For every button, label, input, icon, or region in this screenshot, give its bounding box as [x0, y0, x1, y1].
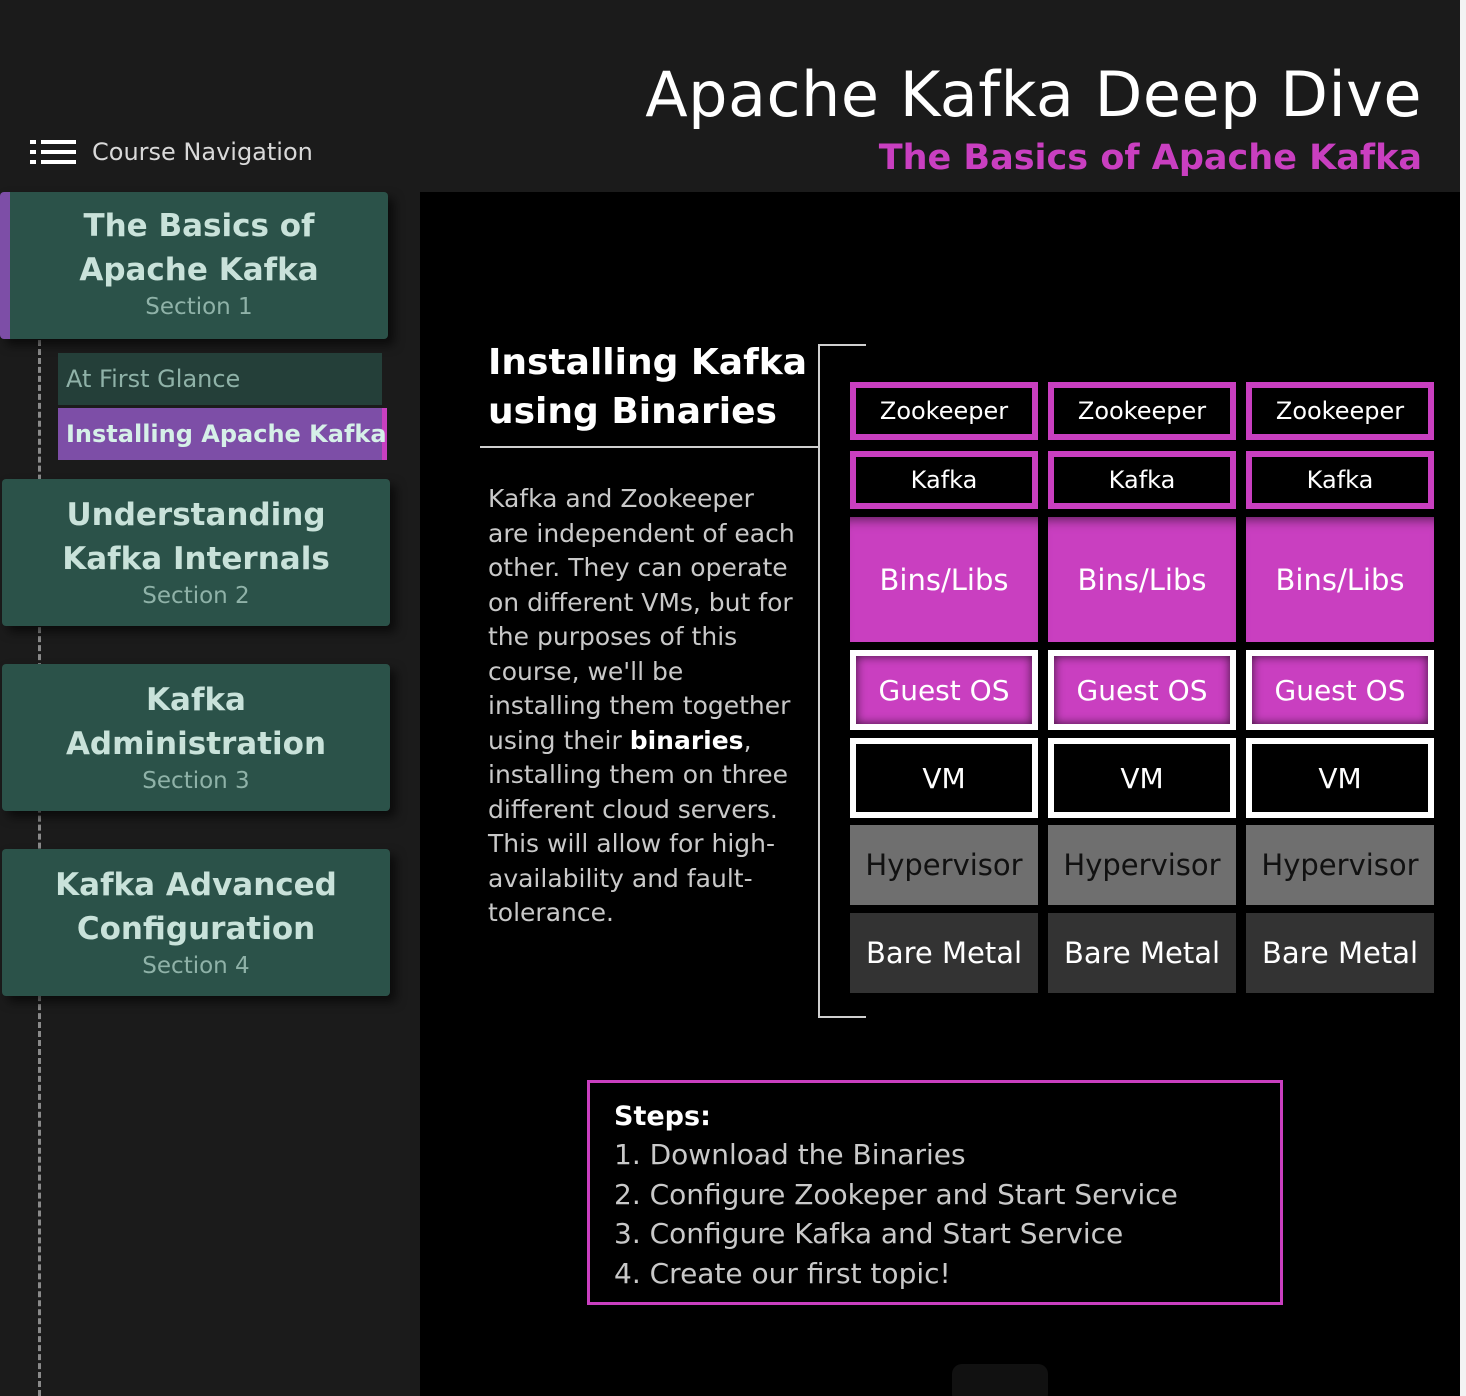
section-title: Kafka Advanced Configuration [55, 867, 337, 947]
bare-metal-layer: Bare Metal [1048, 913, 1236, 993]
lesson-heading: Installing Kafka using Binaries [488, 342, 807, 432]
hypervisor-layer: Hypervisor [1048, 825, 1236, 905]
section-number: Section 3 [142, 768, 250, 794]
section-title: Kafka Administration [65, 682, 327, 762]
guest-os-layer: Guest OS [1246, 650, 1434, 730]
step-item: 1. Download the Binaries [614, 1138, 966, 1171]
hypervisor-layer: Hypervisor [850, 825, 1038, 905]
section-card-1[interactable]: The Basics of Apache Kafka Section 1 [0, 192, 388, 339]
lesson-description: Kafka and Zookeeper are independent of e… [488, 484, 795, 927]
course-navigation-label: Course Navigation [92, 138, 313, 166]
lesson-installing-apache-kafka[interactable]: Installing Apache Kafka [58, 408, 387, 460]
section-card-4[interactable]: Kafka Advanced Configuration Section 4 [2, 849, 390, 996]
bottom-control-tab[interactable] [952, 1364, 1048, 1396]
vm-layer: VM [1048, 738, 1236, 818]
step-item: 2. Configure Zookeper and Start Service [614, 1177, 1178, 1211]
steps-box: Steps: 1. Download the Binaries 2. Confi… [587, 1080, 1283, 1305]
section-number: Section 4 [142, 953, 250, 979]
bins-libs-layer: Bins/Libs [850, 517, 1038, 642]
step-item: 3. Configure Kafka and Start Service [614, 1217, 1124, 1250]
vm-layer: VM [1246, 738, 1434, 818]
zookeeper-layer: Zookeeper [1246, 382, 1434, 440]
hypervisor-layer: Hypervisor [1246, 825, 1434, 905]
scrollbar-edge[interactable] [1460, 0, 1466, 1396]
guest-os-layer: Guest OS [850, 650, 1038, 730]
bare-metal-layer: Bare Metal [1246, 913, 1434, 993]
page-subtitle: The Basics of Apache Kafka [878, 138, 1422, 178]
zookeeper-layer: Zookeeper [850, 382, 1038, 440]
section-card-3[interactable]: Kafka Administration Section 3 [2, 664, 390, 811]
section-card-2[interactable]: Understanding Kafka Internals Section 2 [2, 479, 390, 626]
bins-libs-layer: Bins/Libs [1048, 517, 1236, 642]
zookeeper-layer: Zookeeper [1048, 382, 1236, 440]
section-title: Understanding Kafka Internals [62, 497, 330, 577]
section-number: Section 2 [142, 583, 250, 609]
kafka-layer: Kafka [850, 451, 1038, 509]
section-number: Section 1 [145, 294, 253, 320]
list-icon [30, 138, 76, 166]
kafka-layer: Kafka [1048, 451, 1236, 509]
heading-divider [480, 446, 820, 448]
course-navigation-toggle[interactable]: Course Navigation [30, 138, 313, 166]
kafka-layer: Kafka [1246, 451, 1434, 509]
page-title: Apache Kafka Deep Dive [645, 58, 1422, 131]
steps-heading: Steps: [614, 1101, 711, 1132]
guest-os-layer: Guest OS [1048, 650, 1236, 730]
bare-metal-layer: Bare Metal [850, 913, 1038, 993]
lesson-at-first-glance[interactable]: At First Glance [58, 353, 382, 405]
bins-libs-layer: Bins/Libs [1246, 517, 1434, 642]
vm-layer: VM [850, 738, 1038, 818]
diagram-bracket [818, 344, 866, 1018]
binaries-emphasis: binaries [629, 725, 744, 755]
section-title: The Basics of Apache Kafka [79, 208, 319, 288]
step-item: 4. Create our first topic! [614, 1256, 951, 1290]
